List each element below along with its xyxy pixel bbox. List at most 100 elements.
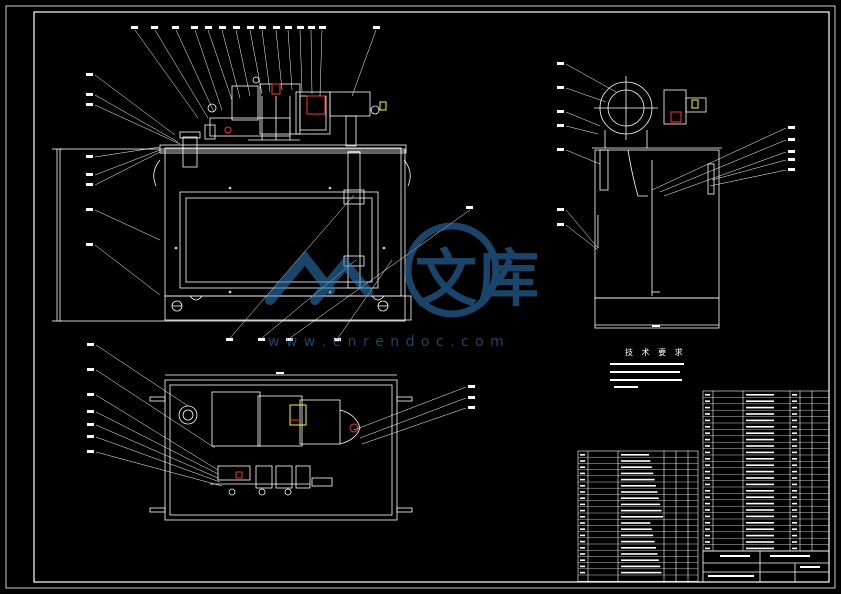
illegible-text-mark — [746, 509, 774, 511]
illegible-text-mark — [705, 496, 710, 498]
illegible-text-mark — [792, 515, 797, 518]
parts-list-left — [577, 450, 699, 583]
illegible-text-mark — [792, 490, 797, 492]
illegible-text-mark — [720, 555, 750, 557]
side-view-callout-marks — [557, 62, 795, 327]
illegible-text-mark — [792, 432, 797, 434]
illegible-text-mark — [621, 503, 661, 506]
illegible-text-mark — [746, 483, 774, 486]
illegible-text-mark — [705, 534, 710, 537]
illegible-text-mark — [580, 540, 585, 543]
illegible-text-mark — [792, 458, 797, 460]
watermark-url: w w w . e n r e n d o c . c o m — [268, 334, 505, 350]
illegible-text-mark — [705, 490, 710, 492]
illegible-text-mark — [621, 497, 659, 499]
illegible-text-mark — [621, 571, 662, 574]
illegible-text-mark — [621, 528, 652, 530]
illegible-text-mark — [792, 419, 797, 422]
illegible-text-mark — [580, 478, 585, 481]
illegible-text-mark — [792, 541, 797, 543]
illegible-text-mark — [792, 394, 797, 396]
illegible-text-mark — [746, 464, 774, 466]
illegible-text-mark — [705, 515, 710, 518]
illegible-text-mark — [580, 547, 585, 549]
illegible-text-mark — [580, 485, 585, 487]
illegible-text-mark — [792, 406, 797, 409]
illegible-text-mark — [792, 509, 797, 511]
illegible-text-mark — [621, 534, 654, 537]
illegible-text-mark — [580, 553, 585, 555]
illegible-text-mark — [580, 497, 585, 499]
illegible-text-mark — [792, 400, 797, 402]
illegible-text-mark — [746, 490, 774, 492]
illegible-text-mark — [614, 386, 638, 388]
illegible-text-mark — [580, 509, 585, 512]
illegible-text-mark — [621, 460, 651, 462]
illegible-text-mark — [800, 566, 820, 568]
illegible-text-mark — [792, 438, 797, 441]
illegible-text-mark — [746, 419, 774, 422]
illegible-text-mark — [746, 413, 774, 415]
illegible-text-mark — [746, 426, 774, 428]
illegible-text-mark — [621, 540, 655, 543]
illegible-text-mark — [621, 491, 658, 493]
illegible-text-mark — [580, 528, 585, 530]
top-view-callout-marks — [87, 343, 475, 453]
illegible-text-mark — [705, 413, 710, 415]
illegible-text-mark — [792, 547, 797, 550]
illegible-text-mark — [746, 400, 774, 402]
top-view-leaders — [95, 344, 467, 487]
illegible-text-mark — [705, 438, 710, 441]
illegible-text-mark — [580, 534, 585, 537]
illegible-text-mark — [792, 477, 797, 479]
illegible-text-mark — [746, 432, 774, 434]
parts-list-right-rows — [703, 397, 829, 552]
illegible-text-mark — [705, 394, 710, 396]
illegible-text-mark — [746, 547, 774, 550]
illegible-text-mark — [746, 438, 774, 441]
illegible-text-mark — [792, 496, 797, 498]
front-view-accents — [224, 83, 387, 134]
illegible-text-mark — [621, 472, 654, 475]
illegible-text-mark — [621, 553, 658, 555]
illegible-text-mark — [792, 534, 797, 537]
watermark-chinese: 文库 — [415, 242, 539, 315]
illegible-text-mark — [792, 426, 797, 428]
illegible-text-mark — [705, 541, 710, 543]
illegible-text-mark — [580, 522, 585, 524]
illegible-text-mark — [705, 400, 710, 402]
illegible-text-mark — [746, 515, 774, 518]
illegible-text-mark — [792, 522, 797, 524]
illegible-text-mark — [792, 451, 797, 454]
illegible-text-mark — [792, 445, 797, 447]
illegible-text-mark — [708, 575, 754, 577]
illegible-text-mark — [792, 413, 797, 415]
illegible-text-mark — [792, 528, 797, 530]
illegible-text-mark — [621, 522, 651, 524]
illegible-text-mark — [792, 464, 797, 466]
front-view-callout-marks — [86, 26, 473, 341]
illegible-text-mark — [746, 470, 774, 473]
illegible-text-mark — [746, 394, 774, 396]
illegible-text-mark — [705, 419, 710, 422]
illegible-text-mark — [746, 528, 774, 530]
illegible-text-mark — [705, 483, 710, 486]
illegible-text-mark — [746, 522, 774, 524]
parts-list-text-marks — [580, 363, 820, 577]
illegible-text-mark — [705, 522, 710, 524]
side-view-leaders — [565, 63, 787, 251]
illegible-text-mark — [705, 528, 710, 530]
illegible-text-mark — [792, 502, 797, 505]
illegible-text-mark — [621, 559, 659, 561]
illegible-text-mark — [746, 406, 774, 409]
illegible-text-mark — [610, 379, 682, 381]
illegible-text-mark — [746, 451, 774, 454]
parts-list-left-rows — [578, 457, 698, 582]
top-view — [149, 374, 413, 521]
illegible-text-mark — [621, 565, 661, 568]
drawing-border — [5, 5, 836, 589]
illegible-text-mark — [770, 555, 810, 557]
front-view-leaders — [94, 29, 471, 339]
illegible-text-mark — [621, 547, 656, 549]
